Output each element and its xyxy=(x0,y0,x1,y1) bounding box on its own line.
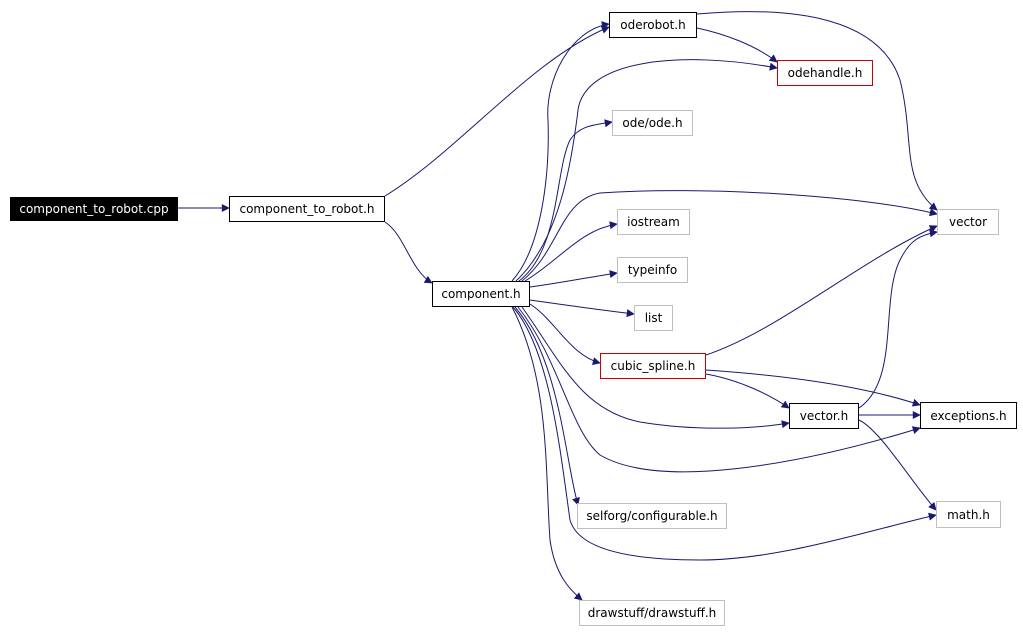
node-odehandle-h[interactable]: odehandle.h xyxy=(777,60,873,86)
node-selforg-configurable-h: selforg/configurable.h xyxy=(577,503,727,529)
edge-component-h-to-vector xyxy=(521,190,938,282)
node-list: list xyxy=(634,305,673,331)
edge-oderobot-h-to-vector xyxy=(696,11,938,211)
edge-vector-h-to-math-h xyxy=(858,419,937,511)
edge-component-h-to-typeinfo xyxy=(529,270,618,288)
edge-component-h-to-ode-ode-h xyxy=(518,119,613,282)
node-component-to-robot-cpp[interactable]: component_to_robot.cpp xyxy=(10,197,178,221)
node-typeinfo: typeinfo xyxy=(617,257,688,283)
node-oderobot-h[interactable]: oderobot.h xyxy=(609,12,697,38)
node-iostream: iostream xyxy=(617,209,690,235)
edge-component-h-to-odehandle-h xyxy=(515,59,778,282)
edge-component-h-to-selforg-configurable-h xyxy=(514,306,580,506)
edge-oderobot-h-to-odehandle-h xyxy=(696,27,778,63)
edge-vector-h-to-vector xyxy=(858,229,938,409)
edge-component-h-to-oderobot-h xyxy=(511,21,610,282)
edge-component-h-to-list xyxy=(529,299,635,318)
edge-cubic-spline-h-to-vector xyxy=(705,225,938,356)
node-math-h: math.h xyxy=(936,501,1001,528)
node-component-h[interactable]: component.h xyxy=(432,281,530,307)
edge-component-h-to-drawstuff-drawstuff-h xyxy=(511,306,583,601)
edge-cubic-spline-h-to-exceptions-h xyxy=(705,369,921,407)
node-cubic-spline-h[interactable]: cubic_spline.h xyxy=(600,353,706,379)
node-drawstuff-drawstuff-h: drawstuff/drawstuff.h xyxy=(579,600,725,626)
edge-component-h-to-iostream xyxy=(524,221,618,282)
node-exceptions-h[interactable]: exceptions.h xyxy=(920,402,1017,429)
edge-component-h-to-math-h xyxy=(512,306,937,561)
edge-component-h-to-cubic-spline-h xyxy=(529,303,601,366)
node-vector-h[interactable]: vector.h xyxy=(789,403,859,429)
edge-component-to-robot-h-to-component-h xyxy=(384,221,433,284)
edge-component-h-to-vector-h xyxy=(521,306,790,429)
node-vector: vector xyxy=(937,209,999,235)
edge-component-to-robot-h-to-oderobot-h xyxy=(384,26,610,197)
edge-component-h-to-exceptions-h xyxy=(517,306,921,473)
edge-cubic-spline-h-to-vector-h xyxy=(705,373,790,409)
node-component-to-robot-h[interactable]: component_to_robot.h xyxy=(229,196,385,222)
node-ode-ode-h: ode/ode.h xyxy=(612,110,693,136)
